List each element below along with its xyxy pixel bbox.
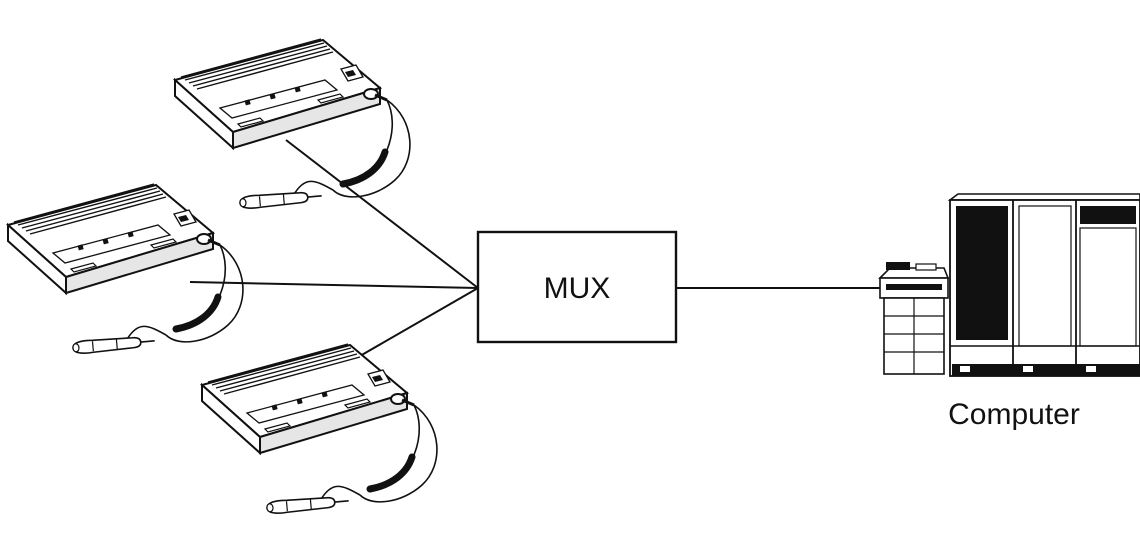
mux-label: MUX <box>544 272 611 305</box>
computer-cabinets <box>947 193 1140 377</box>
computer-label: Computer <box>948 398 1080 431</box>
link-middle-terminal-mux <box>189 281 479 289</box>
printer-unit <box>878 262 950 375</box>
terminal-top <box>175 39 410 209</box>
mux-box: MUX <box>476 230 678 344</box>
terminal-bottom <box>202 344 437 514</box>
link-top-terminal-mux <box>285 139 479 289</box>
computer-system: Computer <box>878 193 1140 431</box>
link-bottom-terminal-mux <box>352 287 479 361</box>
terminal-middle <box>8 184 243 354</box>
